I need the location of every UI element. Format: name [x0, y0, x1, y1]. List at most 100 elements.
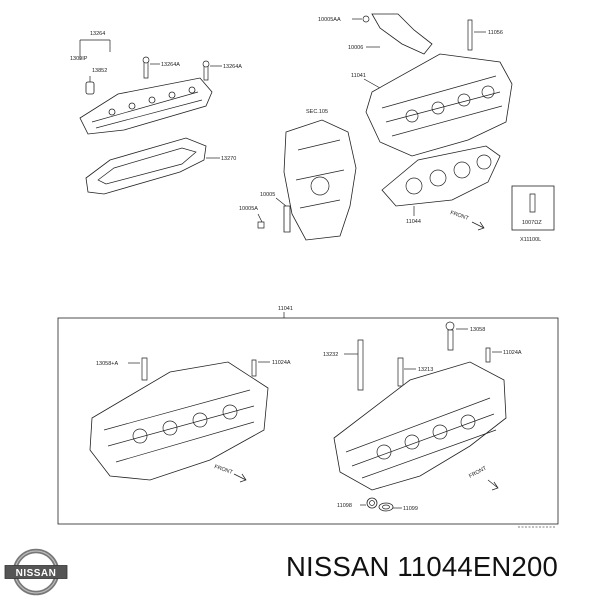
head-port-1	[405, 109, 419, 123]
label-10005a: 10005A	[239, 206, 258, 212]
inset-part	[529, 193, 536, 213]
cylinder-head-top-part	[365, 53, 513, 157]
stud-13213	[397, 357, 404, 387]
front-arrow-left	[233, 473, 247, 483]
label-11099: 11099	[403, 506, 418, 512]
cylinder-head-left-ribs	[103, 389, 255, 463]
gasket-bore-4	[476, 154, 492, 170]
front-arrow-top	[471, 221, 485, 231]
seal-11099	[378, 502, 394, 512]
seal-11098	[366, 497, 378, 509]
bolt-10005a	[257, 221, 265, 229]
left-port-1	[132, 428, 148, 444]
bolt-13058a	[141, 357, 148, 381]
label-front-left: FRONT	[213, 464, 233, 476]
label-13270: 13270	[221, 156, 236, 162]
assembly-frame	[57, 317, 559, 525]
label-10006: 10006	[348, 45, 363, 51]
label-13264a-b: 13264A	[223, 64, 242, 70]
bolt-10005aa	[362, 15, 370, 23]
label-1007qz: 1007ΩZ	[522, 220, 542, 226]
gasket-bore-3	[453, 161, 471, 179]
left-port-4	[222, 404, 238, 420]
bolt-head-13264a-a	[142, 56, 150, 64]
label-10005: 10005	[260, 192, 275, 198]
cover-bolt-2	[128, 102, 136, 110]
bolt-13264a-b	[203, 65, 209, 81]
gasket-bore-1	[405, 177, 423, 195]
label-13264: 13264	[90, 31, 105, 37]
logo-text: NISSAN	[16, 568, 57, 579]
gasket-bore-2	[429, 169, 447, 187]
right-port-4	[460, 414, 476, 430]
label-11056: 11056	[488, 30, 503, 36]
label-13264a-a: 13264A	[161, 62, 180, 68]
label-x11000l: X11100L	[520, 237, 541, 243]
head-gasket-part	[381, 145, 501, 207]
right-port-2	[404, 434, 420, 450]
head-assembly-group: 10005AA 10006 11056 11041 SEC.105 10005 …	[239, 13, 555, 243]
leader-13264	[79, 39, 111, 60]
rocker-cover-ribs	[91, 91, 203, 129]
seal-11099-inner	[382, 504, 390, 510]
label-11098: 11098	[337, 503, 352, 509]
cylinder-head-top-ribs	[381, 75, 503, 137]
bottom-assembly-group: 11041 13058+A 11024A FRONT 13232 13213 1…	[57, 306, 559, 528]
front-cover-bore	[310, 176, 330, 196]
bolt-head-13264a-b	[202, 60, 210, 68]
bolt-13058	[447, 329, 454, 351]
cylinder-head-right-ribs	[345, 397, 497, 479]
stud-11024a-a	[251, 359, 257, 377]
label-11044: 11044	[406, 219, 421, 225]
oil-cap-part	[85, 81, 95, 95]
bracket-10006-part	[371, 13, 433, 55]
cylinder-head-right-part	[333, 361, 507, 491]
bolt-13264a-a	[143, 61, 149, 79]
left-port-3	[192, 412, 208, 428]
rocker-cover-part	[79, 77, 213, 135]
front-cover-ribs	[295, 139, 345, 209]
cylinder-head-left-part	[89, 361, 269, 481]
label-front-top: FRONT	[449, 210, 469, 222]
rocker-cover-group: 13264 1309ІP 13852 13264A 13264A 13270	[70, 31, 242, 195]
label-13232: 13232	[323, 352, 338, 358]
right-port-3	[432, 424, 448, 440]
left-port-2	[162, 420, 178, 436]
rocker-gasket-part	[85, 137, 207, 195]
label-front-right: FRONT	[468, 465, 488, 479]
nissan-logo: NISSAN	[4, 546, 68, 598]
cover-bolt-3	[148, 96, 156, 104]
logo-bar	[4, 565, 68, 579]
label-10005aa: 10005AA	[318, 17, 341, 23]
label-13852: 13852	[92, 68, 107, 74]
cover-bolt-1	[108, 108, 116, 116]
leader-10005	[275, 197, 287, 207]
label-13091p: 1309ІP	[70, 56, 88, 62]
label-11041-top: 11041	[351, 73, 366, 79]
head-port-3	[457, 93, 471, 107]
label-13058: 13058	[470, 327, 485, 333]
seal-11098-inner	[369, 500, 375, 506]
stud-11056	[467, 19, 473, 51]
label-13213: 13213	[418, 367, 433, 373]
stud-13232	[357, 339, 364, 391]
label-11024a-a: 11024A	[272, 360, 291, 366]
front-cover-part	[283, 119, 357, 241]
cover-bolt-5	[188, 86, 196, 94]
label-11041-box: 11041	[278, 306, 293, 312]
label-sec105: SEC.105	[306, 109, 328, 115]
front-arrow-right	[487, 479, 499, 491]
stud-11024a-b	[485, 347, 491, 363]
right-port-1	[376, 444, 392, 460]
head-port-2	[431, 101, 445, 115]
label-13058a: 13058+A	[96, 361, 119, 367]
cover-bolt-4	[168, 91, 176, 99]
rocker-gasket-inner	[97, 147, 197, 185]
part-number-caption: NISSAN 11044EN200	[286, 551, 558, 582]
label-11024a-b: 11024A	[503, 350, 522, 356]
bolt-head-13058	[445, 321, 455, 331]
head-port-4	[481, 85, 495, 99]
leader-10005a	[257, 213, 263, 223]
leader-11041-top	[363, 78, 381, 89]
